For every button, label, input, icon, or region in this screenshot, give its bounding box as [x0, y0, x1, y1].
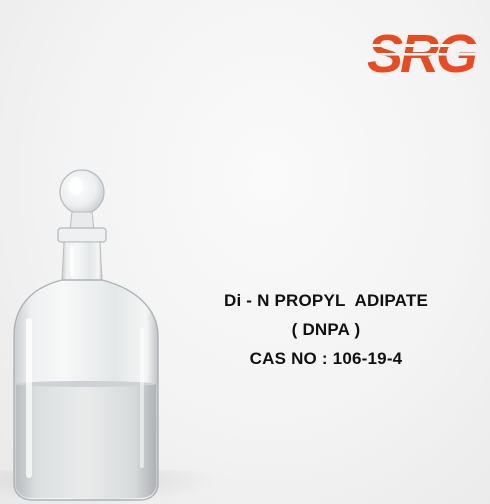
product-name: Di - N PROPYL ADIPATE: [223, 291, 428, 310]
reagent-bottle-icon: [0, 168, 200, 504]
srg-logo: SRG SRG: [362, 22, 480, 80]
product-abbreviation: ( DNPA ): [291, 320, 361, 339]
cas-number: CAS NO : 106-19-4: [249, 349, 403, 368]
product-info: Di - N PROPYL ADIPATE ( DNPA ) CAS NO : …: [186, 286, 466, 373]
logo-text: SRG: [367, 24, 477, 80]
